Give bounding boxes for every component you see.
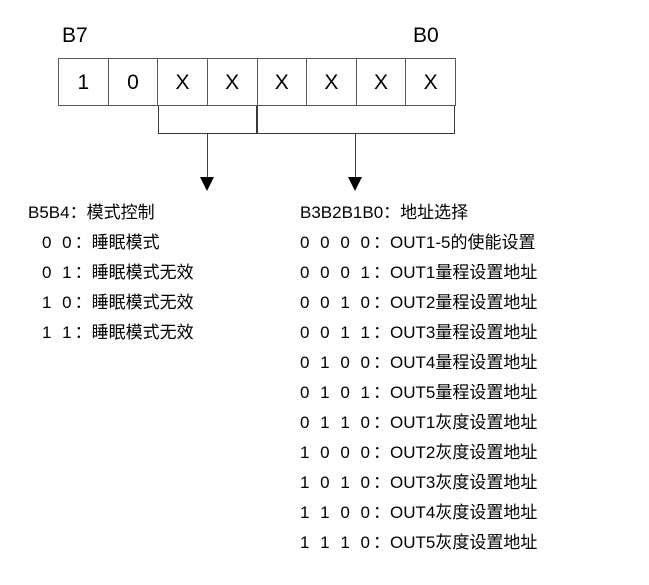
address-legend-item: 0 0 1 0：OUT2量程设置地址 [300,288,537,318]
bit-cell-b3: X [258,59,308,105]
address-legend-rows: 0 0 0 0：OUT1-5的使能设置 0 0 0 1：OUT1量程设置地址 0… [300,228,537,558]
address-legend-item: 1 0 1 0：OUT3灰度设置地址 [300,468,537,498]
mode-code: 1 0 [42,293,75,312]
address-legend-item: 0 0 1 1：OUT3量程设置地址 [300,318,537,348]
mode-arrow-line [207,134,208,178]
address-legend-item: 0 1 1 0：OUT1灰度设置地址 [300,408,537,438]
mode-code: 0 1 [42,263,75,282]
address-code: 1 1 1 0 [300,533,373,552]
address-code: 0 1 0 1 [300,383,373,402]
bit-cell-b5: X [158,59,208,105]
address-arrow-head-icon [348,177,362,191]
mode-legend-item: 0 1：睡眠模式无效 [42,258,194,288]
mode-legend-rows: 0 0：睡眠模式 0 1：睡眠模式无效 1 0：睡眠模式无效 1 1：睡眠模式无… [28,228,194,348]
address-separator: ： [373,263,390,282]
bit-cell-b0: X [423,70,438,94]
address-arrow-line [355,134,356,178]
byte-bit-table: 1 0 X X X X X X [58,58,456,106]
mode-separator: ： [74,293,92,312]
address-code: 0 1 0 0 [300,353,373,372]
mode-description: 睡眠模式无效 [91,263,194,282]
address-description: OUT4量程设置地址 [390,353,538,372]
mode-description: 睡眠模式 [91,233,160,252]
mode-separator: ： [74,233,92,252]
address-code: 0 0 1 0 [300,293,373,312]
msb-label: B7 [62,24,88,47]
address-legend-item: 1 1 1 0：OUT5灰度设置地址 [300,528,537,558]
mode-code: 0 0 [42,233,75,252]
address-description: OUT4灰度设置地址 [390,503,538,522]
address-separator: ： [373,293,390,312]
address-legend-item: 0 1 0 0：OUT4量程设置地址 [300,348,537,378]
address-separator: ： [373,353,390,372]
address-code: 0 0 0 1 [300,263,373,282]
bit-row: 1 0 X X X X X X [58,58,456,106]
address-legend-item: 0 0 0 1：OUT1量程设置地址 [300,258,537,288]
mode-separator: ： [74,263,92,282]
address-code: 0 0 0 0 [300,233,373,252]
mode-description: 睡眠模式无效 [91,323,194,342]
address-legend-item: 0 0 0 0：OUT1-5的使能设置 [300,228,537,258]
address-separator: ： [373,413,390,432]
address-legend-item: 1 1 0 0：OUT4灰度设置地址 [300,498,537,528]
lsb-label: B0 [413,24,439,47]
address-select-legend: B3B2B1B0：地址选择 0 0 0 0：OUT1-5的使能设置 0 0 0 … [300,198,537,558]
mode-legend-item: 0 0：睡眠模式 [42,228,194,258]
mode-description: 睡眠模式无效 [91,293,194,312]
bit-cell-b7: 1 [59,59,109,105]
bit-cell-b1: X [357,59,407,105]
mode-legend-item: 1 1：睡眠模式无效 [42,318,194,348]
address-code: 1 0 1 0 [300,473,373,492]
address-code: 1 0 0 0 [300,443,373,462]
mode-code: 1 1 [42,323,75,342]
bit-cell-b4: X [208,59,258,105]
address-description: OUT3量程设置地址 [390,323,538,342]
mode-arrow-head-icon [200,177,214,191]
address-legend-item: 0 1 0 1：OUT5量程设置地址 [300,378,537,408]
mode-separator: ： [74,323,92,342]
address-description: OUT1量程设置地址 [390,263,538,282]
address-description: OUT2量程设置地址 [390,293,538,312]
address-bits-bracket [257,106,455,134]
mode-bits-bracket [158,106,257,134]
address-description: OUT5灰度设置地址 [390,533,538,552]
bit-cell-b6: 0 [109,59,159,105]
address-description: OUT5量程设置地址 [390,383,538,402]
address-legend-item: 1 0 0 0：OUT2灰度设置地址 [300,438,537,468]
mode-legend-item: 1 0：睡眠模式无效 [42,288,194,318]
address-separator: ： [373,323,390,342]
address-code: 0 1 1 0 [300,413,373,432]
address-description: OUT1-5的使能设置 [390,233,536,252]
bit-cell-b2: X [307,59,357,105]
address-description: OUT1灰度设置地址 [390,413,538,432]
address-separator: ： [373,443,390,462]
address-legend-title: B3B2B1B0：地址选择 [300,203,469,222]
mode-control-legend: B5B4：模式控制 0 0：睡眠模式 0 1：睡眠模式无效 1 0：睡眠模式无效… [28,198,194,348]
address-code: 0 0 1 1 [300,323,373,342]
mode-legend-title: B5B4：模式控制 [28,203,155,222]
address-description: OUT3灰度设置地址 [390,473,538,492]
address-description: OUT2灰度设置地址 [390,443,538,462]
address-separator: ： [373,533,390,552]
address-separator: ： [373,473,390,492]
address-code: 1 1 0 0 [300,503,373,522]
address-separator: ： [373,503,390,522]
address-separator: ： [373,383,390,402]
address-separator: ： [373,233,390,252]
